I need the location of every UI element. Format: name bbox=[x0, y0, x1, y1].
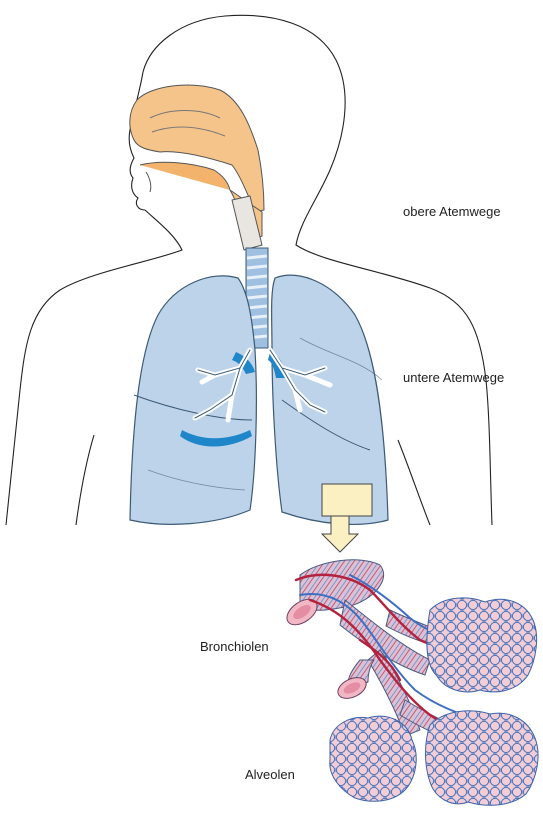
lower-airways-label: untere Atemwege bbox=[403, 370, 504, 385]
callout-box bbox=[322, 484, 372, 516]
alveoli-cluster-top-right bbox=[427, 598, 537, 692]
alveoli-cluster-bottom-right bbox=[426, 711, 539, 805]
bronchioles-label: Bronchiolen bbox=[200, 639, 269, 654]
upper-airways-label: obere Atemwege bbox=[403, 204, 501, 219]
alveoli-cluster-bottom-left bbox=[330, 716, 416, 801]
alveoli-label: Alveolen bbox=[245, 767, 295, 782]
